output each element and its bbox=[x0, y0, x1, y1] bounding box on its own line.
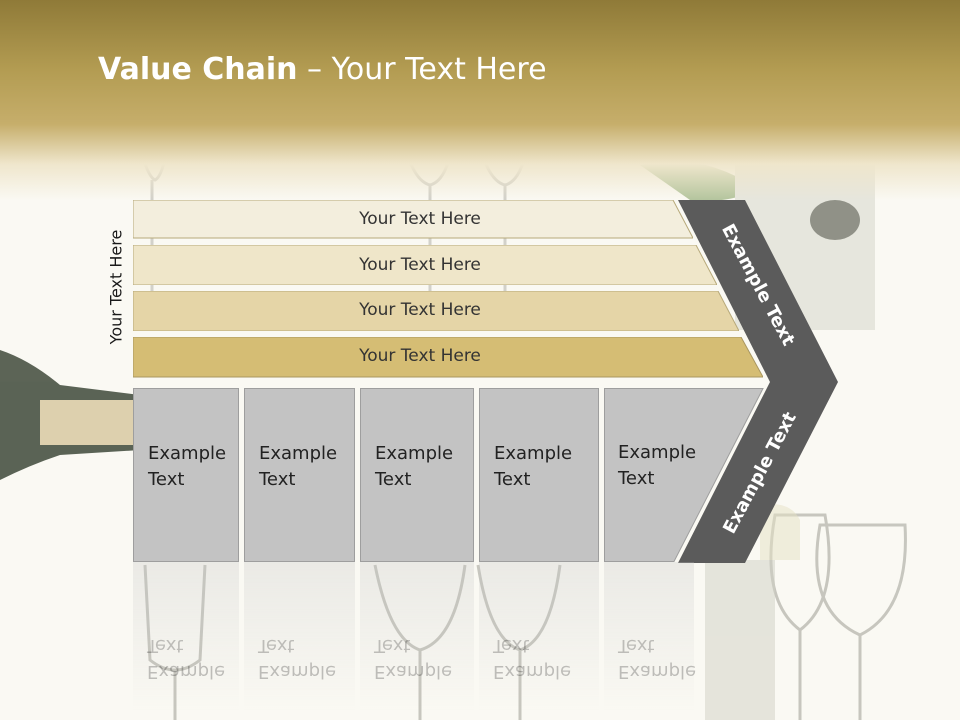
bar-3-label: Your Text Here bbox=[359, 300, 481, 320]
card-1-label: Example Text bbox=[148, 443, 227, 490]
reflection-card-3: Example Text bbox=[360, 562, 474, 712]
bar-1 bbox=[133, 200, 693, 239]
card-1: Example Text bbox=[133, 388, 239, 562]
bar-4 bbox=[133, 337, 763, 378]
reflection-card-5: Example Text bbox=[604, 562, 697, 712]
card-3: Example Text bbox=[360, 388, 474, 562]
card-3-label: Example Text bbox=[375, 443, 454, 490]
card-5-label: Example Text bbox=[618, 442, 697, 489]
bar-2-label: Your Text Here bbox=[359, 255, 481, 275]
header-band bbox=[0, 0, 960, 200]
bar-1-label: Your Text Here bbox=[359, 209, 481, 229]
bar-4-label: Your Text Here bbox=[359, 346, 481, 366]
title-bold: Value Chain bbox=[98, 52, 298, 87]
reflection-card-3-label: Example Text bbox=[374, 635, 453, 682]
reflection: Example Text Example Text Example Text E… bbox=[133, 562, 773, 712]
bar-3 bbox=[133, 291, 739, 331]
card-4-label: Example Text bbox=[494, 443, 573, 490]
card-4: Example Text bbox=[479, 388, 599, 562]
reflection-card-1: Example Text bbox=[133, 562, 239, 712]
slide-title: Value Chain – Your Text Here bbox=[98, 52, 547, 87]
card-2-label: Example Text bbox=[259, 443, 338, 490]
reflection-card-4: Example Text bbox=[479, 562, 599, 712]
reflection-card-5-label: Example Text bbox=[618, 635, 697, 682]
reflection-card-2-label: Example Text bbox=[258, 635, 337, 682]
card-2: Example Text bbox=[244, 388, 355, 562]
bar-2 bbox=[133, 245, 717, 285]
reflection-card-2: Example Text bbox=[244, 562, 355, 712]
card-5: Example Text bbox=[604, 388, 764, 562]
title-rest: – Your Text Here bbox=[297, 52, 547, 87]
reflection-card-4-label: Example Text bbox=[493, 635, 572, 682]
reflection-card-1-label: Example Text bbox=[147, 635, 226, 682]
